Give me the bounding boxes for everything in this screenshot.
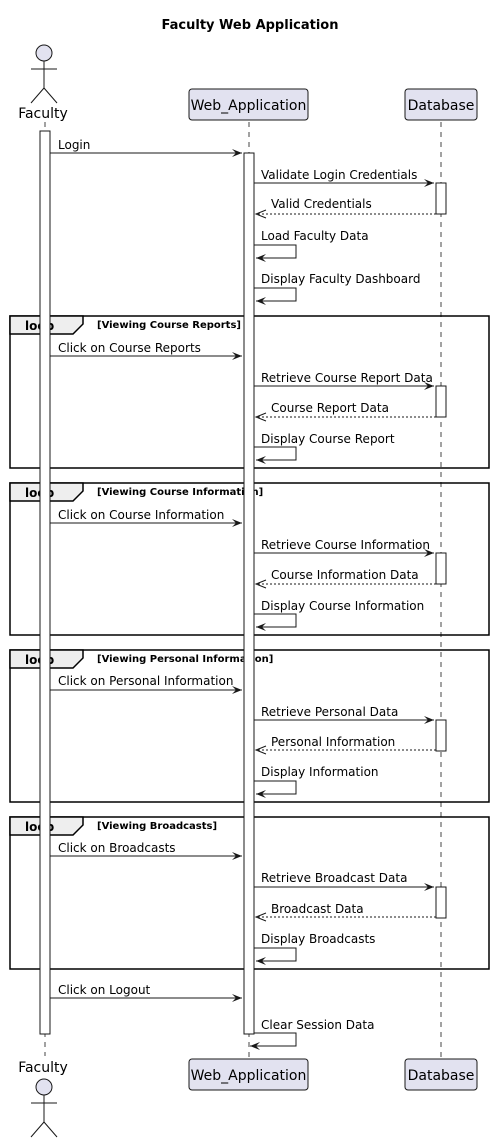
message-label: Retrieve Personal Data (261, 705, 398, 719)
messages: Login Validate Login Credentials Valid C… (50, 138, 436, 1050)
message-label: Retrieve Course Information (261, 538, 430, 552)
arrowhead (254, 209, 267, 219)
message-label: Retrieve Course Report Data (261, 371, 433, 385)
participant-label: Faculty (18, 106, 68, 122)
diagram-title: Faculty Web Application (162, 18, 339, 33)
arrowhead (424, 883, 434, 891)
self-message-loop (254, 287, 297, 302)
arrowhead (424, 549, 434, 557)
arrowhead (254, 912, 267, 922)
participant-label: Web_Application (191, 1068, 307, 1084)
message-label: Display Broadcasts (261, 932, 375, 946)
arrowhead (256, 790, 266, 798)
loop-guard: [Viewing Broadcasts] (97, 821, 217, 832)
lifelines (44, 122, 442, 1058)
activations (39, 130, 447, 1035)
arrowhead (254, 745, 267, 755)
participant-label: Faculty (18, 1060, 68, 1076)
message-label: Clear Session Data (261, 1018, 374, 1032)
actor-figure-icon (30, 44, 58, 104)
activation-database (435, 886, 447, 919)
message-label: Display Information (261, 765, 379, 779)
message-label: Course Information Data (271, 568, 419, 582)
message-label: Valid Credentials (271, 197, 372, 211)
message-label: Personal Information (271, 735, 395, 749)
arrowhead (256, 456, 266, 464)
arrowhead (254, 412, 267, 422)
activation-database (435, 182, 447, 215)
participant-webapp-top: Web_Application (188, 88, 309, 121)
activation-database (435, 385, 447, 418)
participant-label: Database (408, 1068, 475, 1084)
participant-database-bottom: Database (404, 1058, 478, 1091)
message-label: Click on Course Information (58, 508, 224, 522)
self-message-loop (254, 244, 297, 259)
activation-database (435, 552, 447, 585)
loop-guard: [Viewing Personal Information] (97, 654, 273, 665)
loop-guard: [Viewing Course Information] (97, 487, 263, 498)
actor-faculty-top: Faculty (18, 44, 68, 122)
message-label: Click on Broadcasts (58, 841, 176, 855)
activation-database (435, 719, 447, 752)
self-message-loop (254, 613, 297, 628)
arrowhead (424, 382, 434, 390)
self-message-loop (254, 947, 297, 962)
arrowhead (232, 352, 242, 360)
self-message-loop (254, 446, 297, 461)
participant-webapp-bottom: Web_Application (188, 1058, 309, 1091)
arrowhead (232, 519, 242, 527)
message-label: Broadcast Data (271, 902, 364, 916)
message-label: Click on Personal Information (58, 674, 233, 688)
participant-label: Database (408, 98, 475, 114)
message-label: Course Report Data (271, 401, 389, 415)
participant-database-top: Database (404, 88, 478, 121)
arrowhead (250, 1042, 260, 1050)
arrowhead (424, 179, 434, 187)
message-label: Click on Course Reports (58, 341, 201, 355)
actor-figure-icon (30, 1078, 58, 1138)
arrowhead (254, 579, 267, 589)
activation-webapp (243, 152, 255, 1035)
arrowhead (256, 254, 266, 262)
arrowhead (256, 297, 266, 305)
self-message-loop (254, 780, 297, 795)
message-label: Login (58, 138, 90, 152)
arrowhead (256, 957, 266, 965)
arrowhead (232, 994, 242, 1002)
message-label: Load Faculty Data (261, 229, 369, 243)
self-message-loop (250, 1032, 297, 1047)
arrowhead (232, 852, 242, 860)
loop-guard: [Viewing Course Reports] (97, 320, 241, 331)
arrowhead (256, 623, 266, 631)
message-label: Validate Login Credentials (261, 168, 417, 182)
arrowhead (424, 716, 434, 724)
message-label: Retrieve Broadcast Data (261, 871, 407, 885)
message-label: Click on Logout (58, 983, 151, 997)
arrowhead (232, 686, 242, 694)
participant-label: Web_Application (191, 98, 307, 114)
activation-faculty (39, 130, 51, 1035)
arrowhead (232, 149, 242, 157)
message-label: Display Course Report (261, 432, 395, 446)
actor-faculty-bottom: Faculty (18, 1060, 68, 1138)
message-label: Display Faculty Dashboard (261, 272, 420, 286)
message-label: Display Course Information (261, 599, 424, 613)
